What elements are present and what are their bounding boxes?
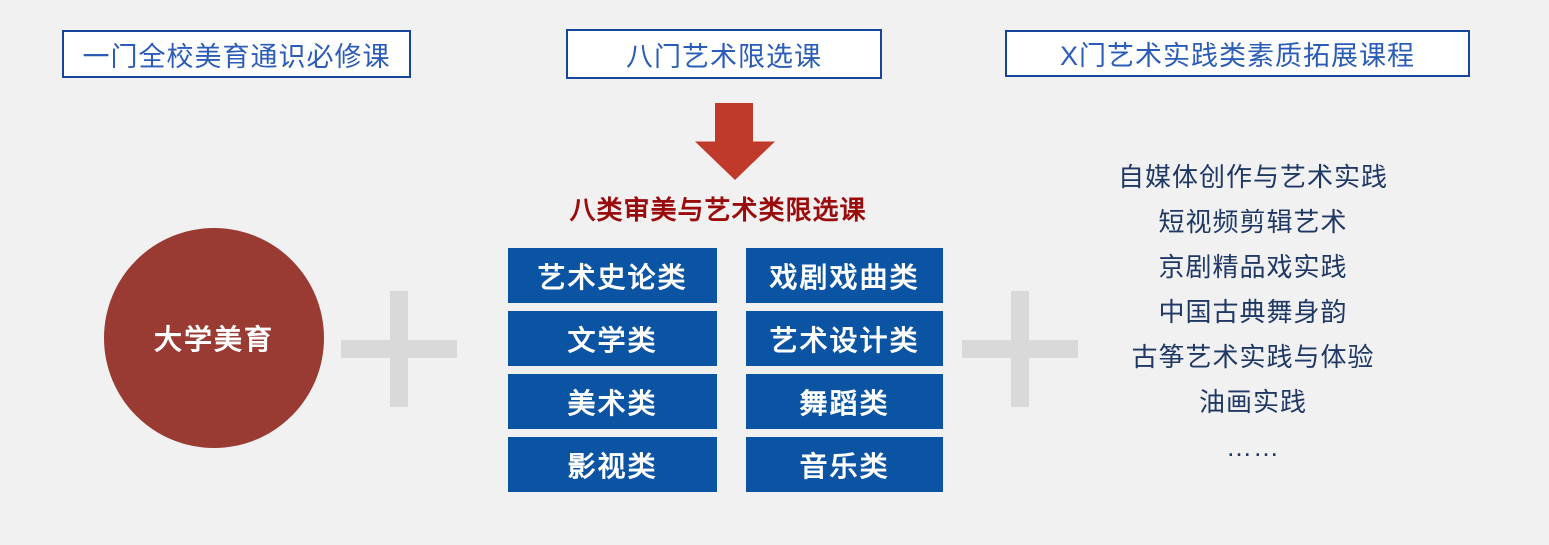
practice-course-item: 古筝艺术实践与体验 — [1131, 342, 1375, 372]
category-art-history: 艺术史论类 — [508, 248, 717, 303]
practice-course-item: 油画实践 — [1198, 387, 1307, 417]
category-fine-arts: 美术类 — [508, 374, 717, 429]
practice-course-item: 短视频剪辑艺术 — [1158, 207, 1348, 237]
header-box-required-course: 一门全校美育通识必修课 — [62, 30, 411, 78]
plus-vertical-bar — [390, 291, 408, 407]
practice-course-item: 自媒体创作与艺术实践 — [1117, 162, 1388, 192]
core-course-circle: 大学美育 — [104, 228, 324, 448]
header-box-practice-courses: X门艺术实践类素质拓展课程 — [1005, 30, 1470, 77]
plus-icon — [962, 291, 1078, 407]
category-literature: 文学类 — [508, 311, 717, 366]
practice-course-item: 京剧精品戏实践 — [1158, 252, 1348, 282]
category-film-tv: 影视类 — [508, 437, 717, 492]
plus-vertical-bar — [1011, 291, 1029, 407]
practice-course-ellipsis: …… — [1226, 432, 1280, 462]
header-box-limited-electives: 八门艺术限选课 — [566, 29, 882, 79]
category-drama-opera: 戏剧戏曲类 — [746, 248, 943, 303]
category-art-design: 艺术设计类 — [746, 311, 943, 366]
practice-course-item: 中国古典舞身韵 — [1158, 297, 1348, 327]
plus-icon — [341, 291, 457, 407]
down-arrow-icon — [695, 103, 775, 180]
elective-category-grid: 艺术史论类 戏剧戏曲类 文学类 艺术设计类 美术类 舞蹈类 影视类 音乐类 — [508, 248, 943, 492]
elective-group-title: 八类审美与艺术类限选课 — [569, 195, 867, 225]
category-music: 音乐类 — [746, 437, 943, 492]
category-dance: 舞蹈类 — [746, 374, 943, 429]
practice-course-list: 自媒体创作与艺术实践 短视频剪辑艺术 京剧精品戏实践 中国古典舞身韵 古筝艺术实… — [1053, 155, 1453, 470]
